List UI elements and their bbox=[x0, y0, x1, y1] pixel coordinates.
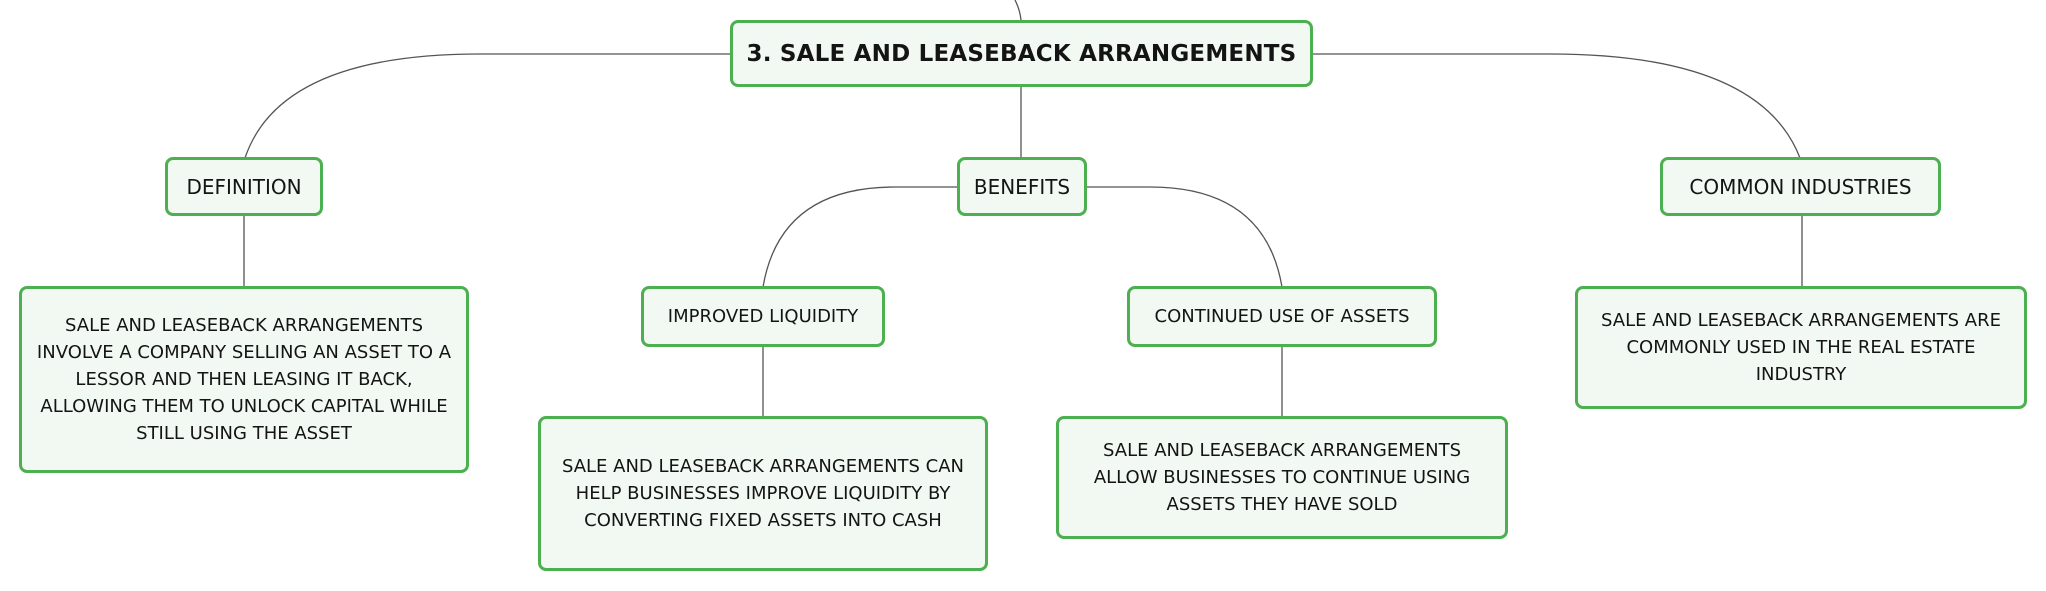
root-node-label: 3. SALE AND LEASEBACK ARRANGEMENTS bbox=[746, 40, 1297, 67]
connector-benefits-to-improved-liquidity bbox=[762, 186, 957, 288]
improved-liquidity-detail-node[interactable]: SALE AND LEASEBACK ARRANGEMENTS CAN HELP… bbox=[538, 416, 988, 571]
improved-liquidity-detail-text: SALE AND LEASEBACK ARRANGEMENTS CAN HELP… bbox=[561, 456, 965, 531]
definition-node-label: DEFINITION bbox=[186, 174, 302, 199]
benefits-node[interactable]: BENEFITS bbox=[957, 157, 1087, 216]
common-industries-node-label: COMMON INDUSTRIES bbox=[1689, 174, 1912, 199]
connector-parent-to-root bbox=[1014, 0, 1022, 21]
continued-use-node-label: CONTINUED USE OF ASSETS bbox=[1154, 306, 1410, 327]
benefits-node-label: BENEFITS bbox=[973, 174, 1071, 199]
improved-liquidity-node-label: IMPROVED LIQUIDITY bbox=[667, 306, 859, 327]
connector-root-to-common-industries bbox=[1313, 53, 1801, 159]
connector-benefits-to-continued-use bbox=[1087, 186, 1283, 288]
continued-use-detail-text: SALE AND LEASEBACK ARRANGEMENTS ALLOW BU… bbox=[1093, 440, 1471, 515]
continued-use-node[interactable]: CONTINUED USE OF ASSETS bbox=[1127, 286, 1437, 347]
root-node[interactable]: 3. SALE AND LEASEBACK ARRANGEMENTS bbox=[730, 20, 1313, 87]
common-industries-node[interactable]: COMMON INDUSTRIES bbox=[1660, 157, 1941, 216]
continued-use-detail-node[interactable]: SALE AND LEASEBACK ARRANGEMENTS ALLOW BU… bbox=[1056, 416, 1508, 539]
connector-root-to-definition bbox=[244, 53, 730, 159]
improved-liquidity-node[interactable]: IMPROVED LIQUIDITY bbox=[641, 286, 885, 347]
definition-detail-text: SALE AND LEASEBACK ARRANGEMENTS INVOLVE … bbox=[36, 315, 452, 444]
common-industries-detail-text: SALE AND LEASEBACK ARRANGEMENTS ARE COMM… bbox=[1601, 310, 2001, 385]
definition-detail-node[interactable]: SALE AND LEASEBACK ARRANGEMENTS INVOLVE … bbox=[19, 286, 469, 473]
definition-node[interactable]: DEFINITION bbox=[165, 157, 323, 216]
common-industries-detail-node[interactable]: SALE AND LEASEBACK ARRANGEMENTS ARE COMM… bbox=[1575, 286, 2027, 409]
